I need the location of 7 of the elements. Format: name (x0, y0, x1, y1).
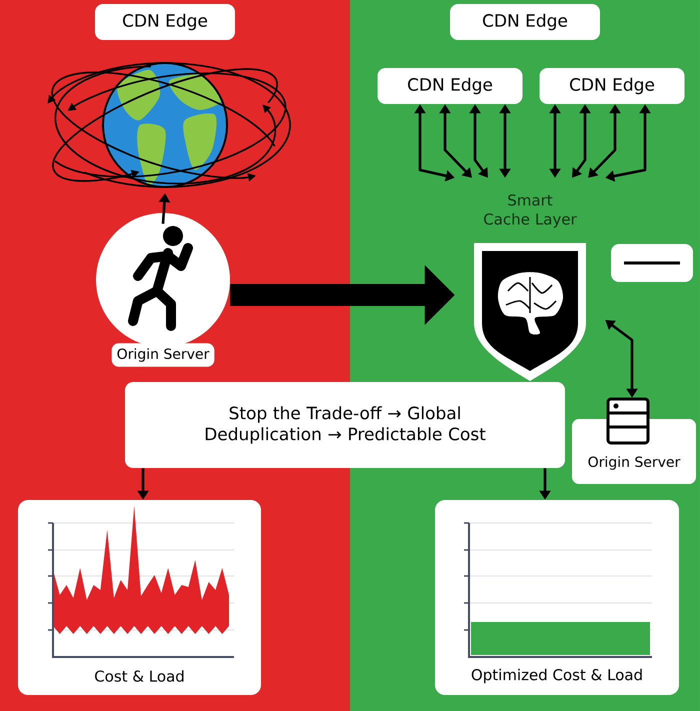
text-box: CDN Edge (378, 68, 522, 104)
text-box: CDN Edge (450, 4, 600, 40)
node-label: Smart Cache Layer (484, 194, 577, 228)
globe-drawing (48, 62, 291, 188)
node-label: Origin Server (112, 343, 214, 367)
text-box: CDN Edge (540, 68, 684, 104)
text-box: CDN Edge (95, 4, 235, 40)
